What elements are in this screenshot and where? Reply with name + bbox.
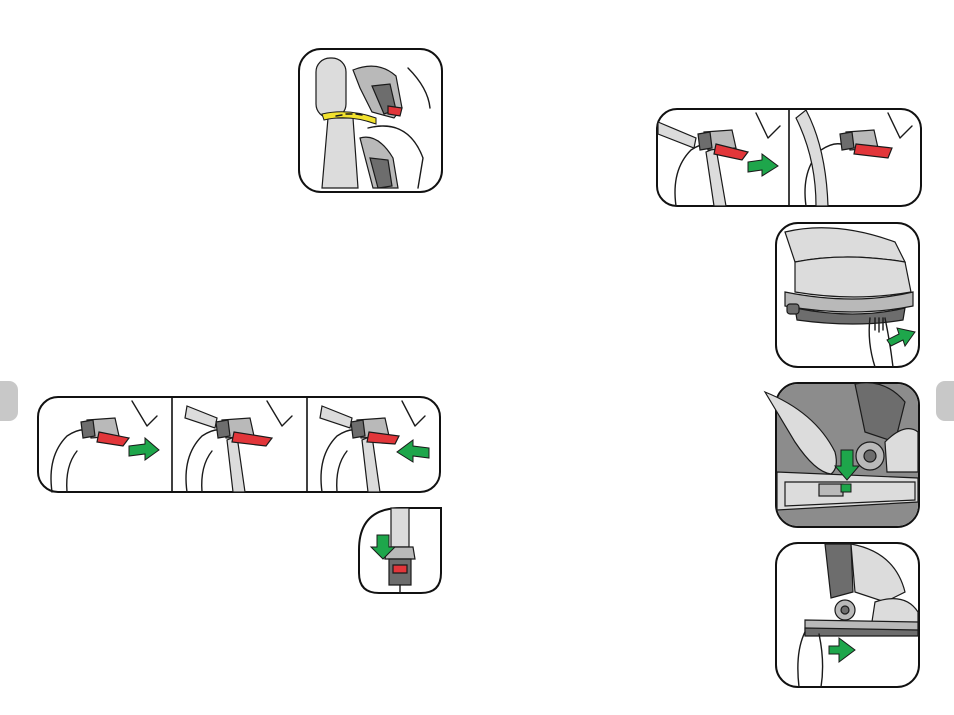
release-step-1 (657, 112, 781, 207)
isofix-release-two-step-illustration (656, 108, 922, 207)
release-step-1 (50, 400, 160, 493)
isofix-release-three-step-illustration (37, 396, 441, 493)
base-button-press-illustration (763, 382, 920, 528)
release-step-2 (795, 109, 913, 207)
release-step-2 (184, 400, 293, 493)
base-slide-out-illustration (775, 542, 920, 688)
page-tab-right (936, 381, 954, 421)
belt-buckle-illustration (358, 507, 442, 594)
base-release-handle-illustration (775, 222, 920, 368)
page-tab-left (0, 381, 18, 421)
release-step-3 (319, 400, 430, 493)
headrest-strap-illustration (298, 48, 443, 193)
